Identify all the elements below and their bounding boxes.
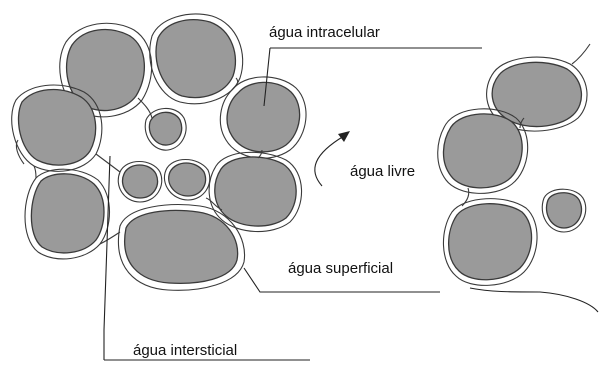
particle-small-a bbox=[118, 162, 162, 203]
particle-right-mid bbox=[209, 152, 301, 231]
label-intracellular-water: água intracelular bbox=[269, 24, 380, 41]
particle-bottom-left bbox=[25, 169, 110, 259]
label-surface-water: água superficial bbox=[288, 260, 393, 277]
label-interstitial-water: água intersticial bbox=[133, 342, 237, 359]
particle-right-small bbox=[542, 189, 586, 232]
particle-right-bottom bbox=[443, 199, 537, 286]
label-free-water: água livre bbox=[350, 163, 415, 180]
intracellular-leader bbox=[264, 48, 482, 106]
free-water-arrowhead bbox=[338, 131, 350, 142]
particle-large-bottom bbox=[118, 205, 244, 291]
free-water-arrow-curve bbox=[315, 136, 344, 186]
particle-small-b bbox=[164, 160, 209, 201]
particle-top-center bbox=[150, 14, 243, 104]
